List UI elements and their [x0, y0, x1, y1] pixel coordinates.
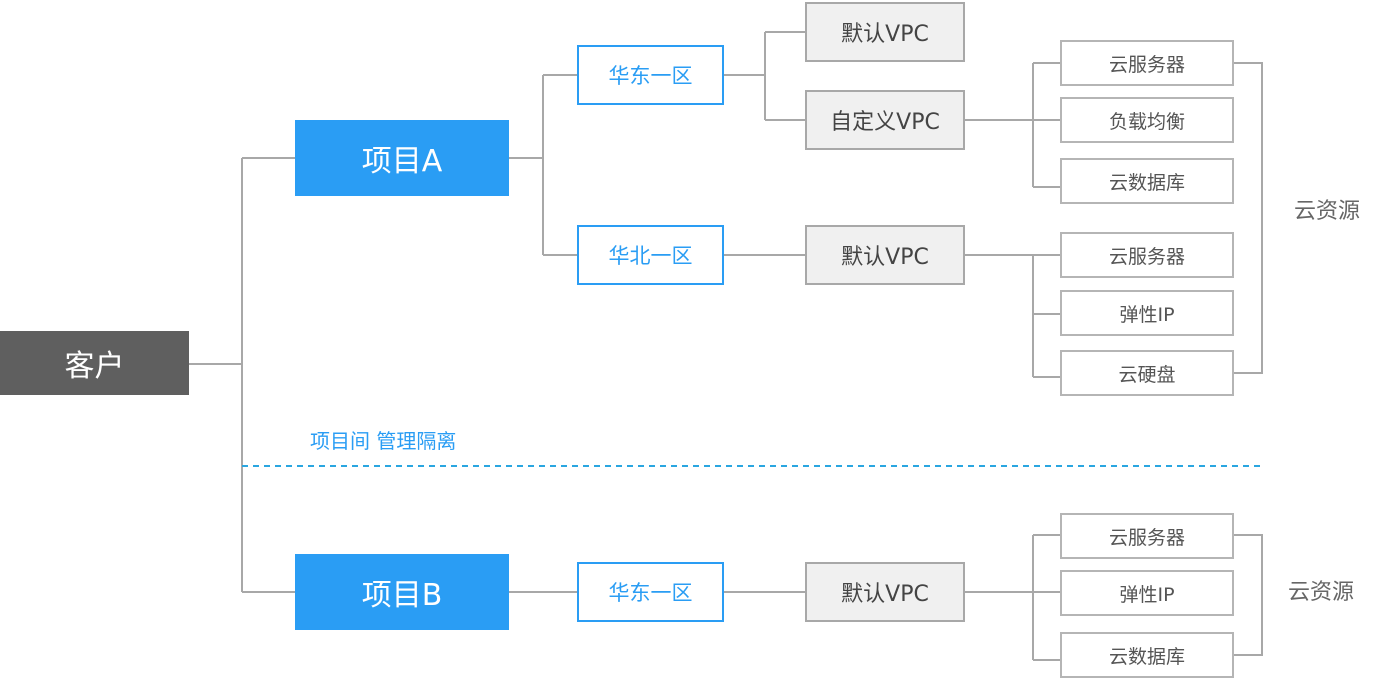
resource-node: 弹性IP [1060, 570, 1234, 616]
vpc-default-a-east-label: 默认VPC [841, 22, 929, 47]
region-north-a-node: 华北一区 [577, 225, 724, 285]
region-east-b-node: 华东一区 [577, 562, 724, 622]
project-b-label: 项目B [361, 578, 443, 613]
vpc-default-a-north-label: 默认VPC [841, 245, 929, 270]
customer-label: 客户 [64, 349, 125, 384]
resource-group-label-b: 云资源 [1288, 580, 1355, 605]
resource-label: 弹性IP [1119, 583, 1175, 606]
region-east-b-label: 华东一区 [608, 581, 693, 605]
vpc-default-b-label: 默认VPC [841, 582, 929, 607]
resource-node: 云服务器 [1060, 513, 1234, 559]
resource-label: 云服务器 [1108, 53, 1185, 76]
project-b-node: 项目B [295, 554, 509, 630]
resource-group-label-a: 云资源 [1294, 199, 1361, 224]
resource-label: 云硬盘 [1118, 363, 1176, 386]
region-north-a-label: 华北一区 [608, 244, 693, 268]
vpc-custom-a-east-node: 自定义VPC [805, 90, 965, 150]
resource-label: 云数据库 [1108, 171, 1185, 194]
customer-node: 客户 [0, 331, 189, 395]
resource-node: 云服务器 [1060, 232, 1234, 278]
isolation-label: 项目间 管理隔离 [310, 429, 457, 453]
bracket-project-b-resources [1234, 534, 1263, 656]
resource-node: 云硬盘 [1060, 350, 1234, 396]
project-a-node: 项目A [295, 120, 509, 196]
vpc-default-a-east-node: 默认VPC [805, 2, 965, 62]
region-east-a-label: 华东一区 [608, 64, 693, 88]
resource-node: 弹性IP [1060, 290, 1234, 336]
resource-label: 负载均衡 [1108, 110, 1185, 133]
vpc-default-a-north-node: 默认VPC [805, 225, 965, 285]
bracket-project-a-resources [1234, 62, 1263, 374]
resource-node: 云数据库 [1060, 158, 1234, 204]
project-a-label: 项目A [361, 144, 443, 179]
resource-label: 云服务器 [1108, 526, 1185, 549]
resource-label: 云数据库 [1108, 645, 1185, 668]
resource-node: 云数据库 [1060, 632, 1234, 678]
vpc-custom-a-east-label: 自定义VPC [830, 110, 940, 135]
vpc-default-b-node: 默认VPC [805, 562, 965, 622]
resource-node: 云服务器 [1060, 40, 1234, 86]
resource-label: 云服务器 [1108, 245, 1185, 268]
region-east-a-node: 华东一区 [577, 45, 724, 105]
resource-node: 负载均衡 [1060, 97, 1234, 143]
resource-label: 弹性IP [1119, 303, 1175, 326]
